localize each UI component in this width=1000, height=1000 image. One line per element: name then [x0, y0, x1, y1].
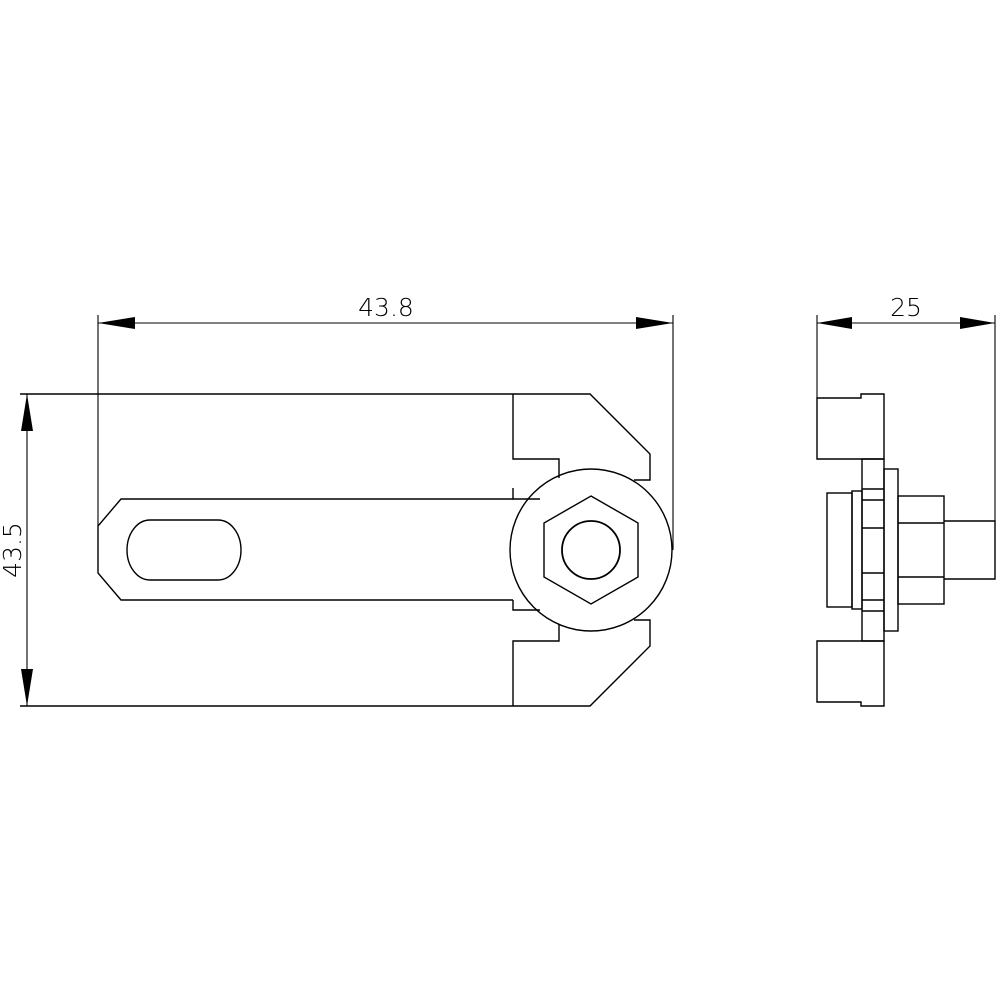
side-view — [816, 393, 996, 707]
top-block — [816, 393, 885, 460]
hex-nut-side — [897, 495, 945, 605]
left-washer — [851, 490, 863, 610]
center-plate — [861, 458, 885, 642]
dimension-side-width: 25 — [816, 293, 996, 521]
left-nut — [826, 492, 853, 608]
dimension-front-height: 43.5 — [0, 394, 33, 706]
bolt-end — [944, 520, 996, 580]
oblong-slot — [126, 519, 242, 581]
arrow-left-icon — [817, 317, 852, 329]
arrow-down-icon — [21, 669, 33, 706]
arrow-left-icon — [98, 317, 135, 329]
arrow-right-icon — [636, 317, 673, 329]
dimension-label-side-width: 25 — [890, 293, 922, 322]
right-washer — [883, 468, 899, 632]
front-view — [20, 393, 673, 707]
slotted-arm — [97, 498, 513, 601]
jaw-bottom-profile — [512, 600, 560, 706]
hex-nut — [543, 495, 639, 605]
body-outline — [20, 393, 651, 707]
washer-circle — [509, 468, 673, 632]
arrow-up-icon — [21, 394, 33, 431]
dimension-label-width: 43.8 — [358, 293, 414, 322]
bottom-block — [816, 640, 885, 707]
dimension-front-width: 43.8 — [97, 293, 674, 550]
bolt-hole — [561, 520, 621, 580]
jaw-top-profile — [512, 394, 560, 500]
arrow-right-icon — [960, 317, 995, 329]
dimension-label-height: 43.5 — [0, 522, 27, 578]
